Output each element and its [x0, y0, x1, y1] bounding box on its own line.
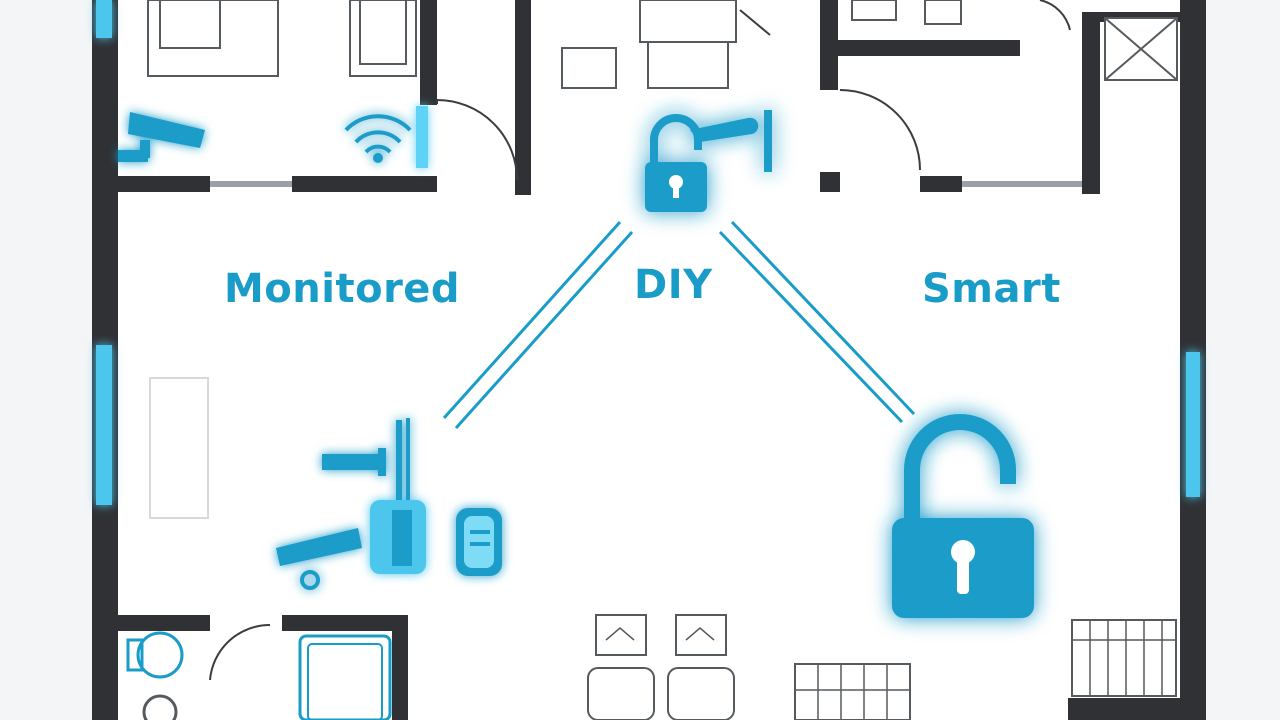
window-strips	[96, 0, 1200, 505]
wall-camera-icon	[118, 112, 205, 162]
door-swings	[209, 0, 1071, 681]
security-camera-and-devices-icon	[276, 418, 502, 590]
diy-label: DIY	[634, 262, 713, 308]
connector-lines	[442, 220, 916, 430]
open-padlock-icon	[892, 414, 1034, 618]
wifi-icon	[344, 106, 428, 168]
monitored-label: Monitored	[224, 266, 461, 312]
bathroom-fixtures	[126, 631, 392, 720]
fixtures	[147, 0, 1178, 720]
padlock-with-handle-icon	[645, 110, 772, 212]
floor-area	[98, 0, 1200, 720]
smart-label: Smart	[922, 266, 1061, 312]
grid-lines	[605, 620, 1176, 720]
